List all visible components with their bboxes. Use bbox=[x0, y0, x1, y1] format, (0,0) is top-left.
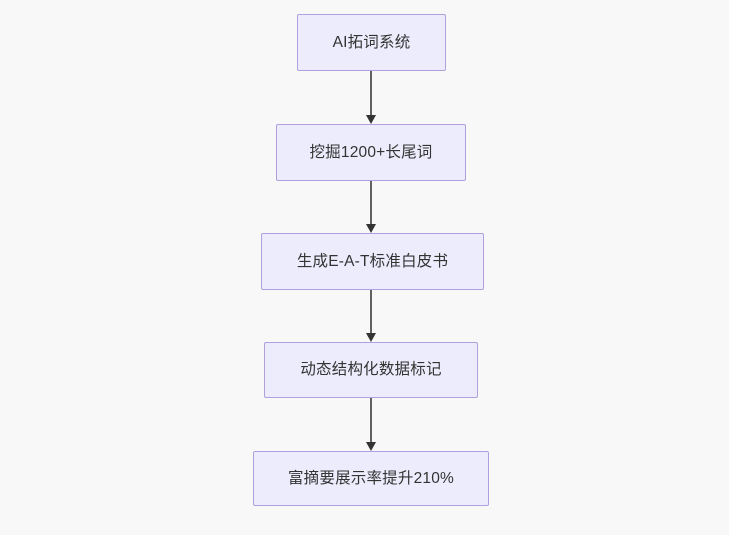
flow-node-label: 挖掘1200+长尾词 bbox=[309, 143, 433, 161]
flow-node-ai-keyword-system[interactable]: AI拓词系统 bbox=[297, 14, 446, 71]
flow-node-label: 动态结构化数据标记 bbox=[300, 361, 442, 379]
edge-arrowhead bbox=[366, 333, 376, 342]
edge-arrowhead bbox=[366, 442, 376, 451]
flow-node-label: AI拓词系统 bbox=[332, 33, 411, 51]
flow-node-structured-data-markup[interactable]: 动态结构化数据标记 bbox=[264, 342, 478, 398]
edge-arrowhead bbox=[366, 224, 376, 233]
edge-line bbox=[370, 290, 372, 333]
flow-edge-node1-node2 bbox=[364, 71, 378, 124]
edge-line bbox=[370, 181, 372, 224]
flow-node-eat-whitepaper[interactable]: 生成E-A-T标准白皮书 bbox=[261, 233, 484, 290]
edge-line bbox=[370, 398, 372, 442]
flow-node-label: 生成E-A-T标准白皮书 bbox=[296, 252, 449, 270]
flow-node-longtail-keywords[interactable]: 挖掘1200+长尾词 bbox=[276, 124, 466, 181]
flow-edge-node2-node3 bbox=[364, 181, 378, 233]
flow-node-label: 富摘要展示率提升210% bbox=[287, 469, 455, 487]
edge-line bbox=[370, 71, 372, 115]
flow-node-rich-snippet-result[interactable]: 富摘要展示率提升210% bbox=[253, 451, 489, 506]
flow-edge-node4-node5 bbox=[364, 398, 378, 451]
flow-edge-node3-node4 bbox=[364, 290, 378, 342]
edge-arrowhead bbox=[366, 115, 376, 124]
